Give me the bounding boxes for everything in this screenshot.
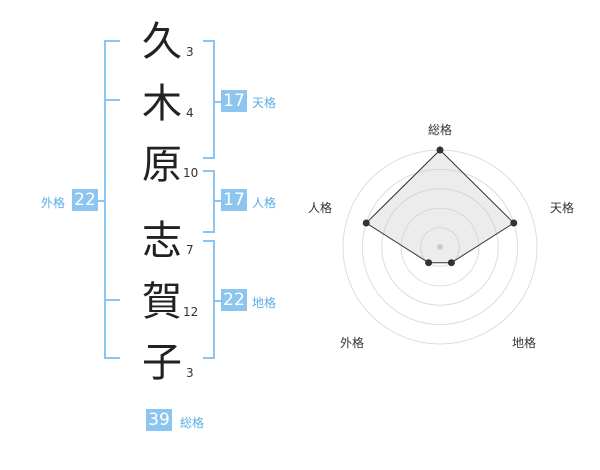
tenkaku-label: 天格 (252, 96, 277, 110)
name-char-3: 原 (142, 142, 182, 188)
radar-point-right (510, 219, 518, 227)
soukaku-label: 総格 (180, 416, 205, 430)
radar-label-left: 人格 (307, 201, 332, 215)
radar-point-top (436, 146, 444, 154)
radar-point-bottom-left (425, 259, 433, 267)
radar-ring-2 (400, 207, 480, 287)
radar-ring-4 (361, 168, 519, 326)
radar-label-bottom-left: 外格 (339, 336, 364, 350)
jinkaku-label: 人格 (252, 196, 277, 210)
name-char-5: 賀 (142, 279, 182, 325)
radar-ring-1 (420, 227, 460, 267)
radar-label-bottom-right: 地格 (511, 336, 536, 350)
name-char-1: 久 (142, 19, 182, 65)
radar-center (437, 244, 443, 250)
chikaku-badge: 22 (221, 289, 247, 311)
stroke-count-6: 3 (186, 366, 194, 380)
radar-point-bottom-right (447, 259, 455, 267)
stroke-count-5: 12 (183, 305, 199, 319)
radar-label-right: 天格 (549, 201, 574, 215)
chikaku-label: 地格 (252, 296, 277, 310)
jinkaku-badge: 17 (221, 189, 247, 211)
gaikaku-badge: 22 (72, 189, 98, 211)
radar-area (365, 149, 515, 264)
stroke-count-3: 10 (183, 166, 199, 180)
stroke-count-1: 3 (186, 45, 194, 59)
stroke-count-4: 7 (186, 243, 194, 257)
name-char-6: 子 (142, 340, 182, 386)
radar-ring-3 (381, 188, 499, 306)
name-char-2: 木 (142, 81, 182, 127)
name-char-4: 志 (142, 218, 182, 264)
radar-label-top: 総格 (427, 123, 452, 137)
radar-point-left (362, 219, 370, 227)
gaikaku-label: 外格 (41, 196, 66, 210)
soukaku-badge: 39 (146, 409, 172, 431)
stroke-count-2: 4 (186, 106, 194, 120)
tenkaku-badge: 17 (221, 90, 247, 112)
